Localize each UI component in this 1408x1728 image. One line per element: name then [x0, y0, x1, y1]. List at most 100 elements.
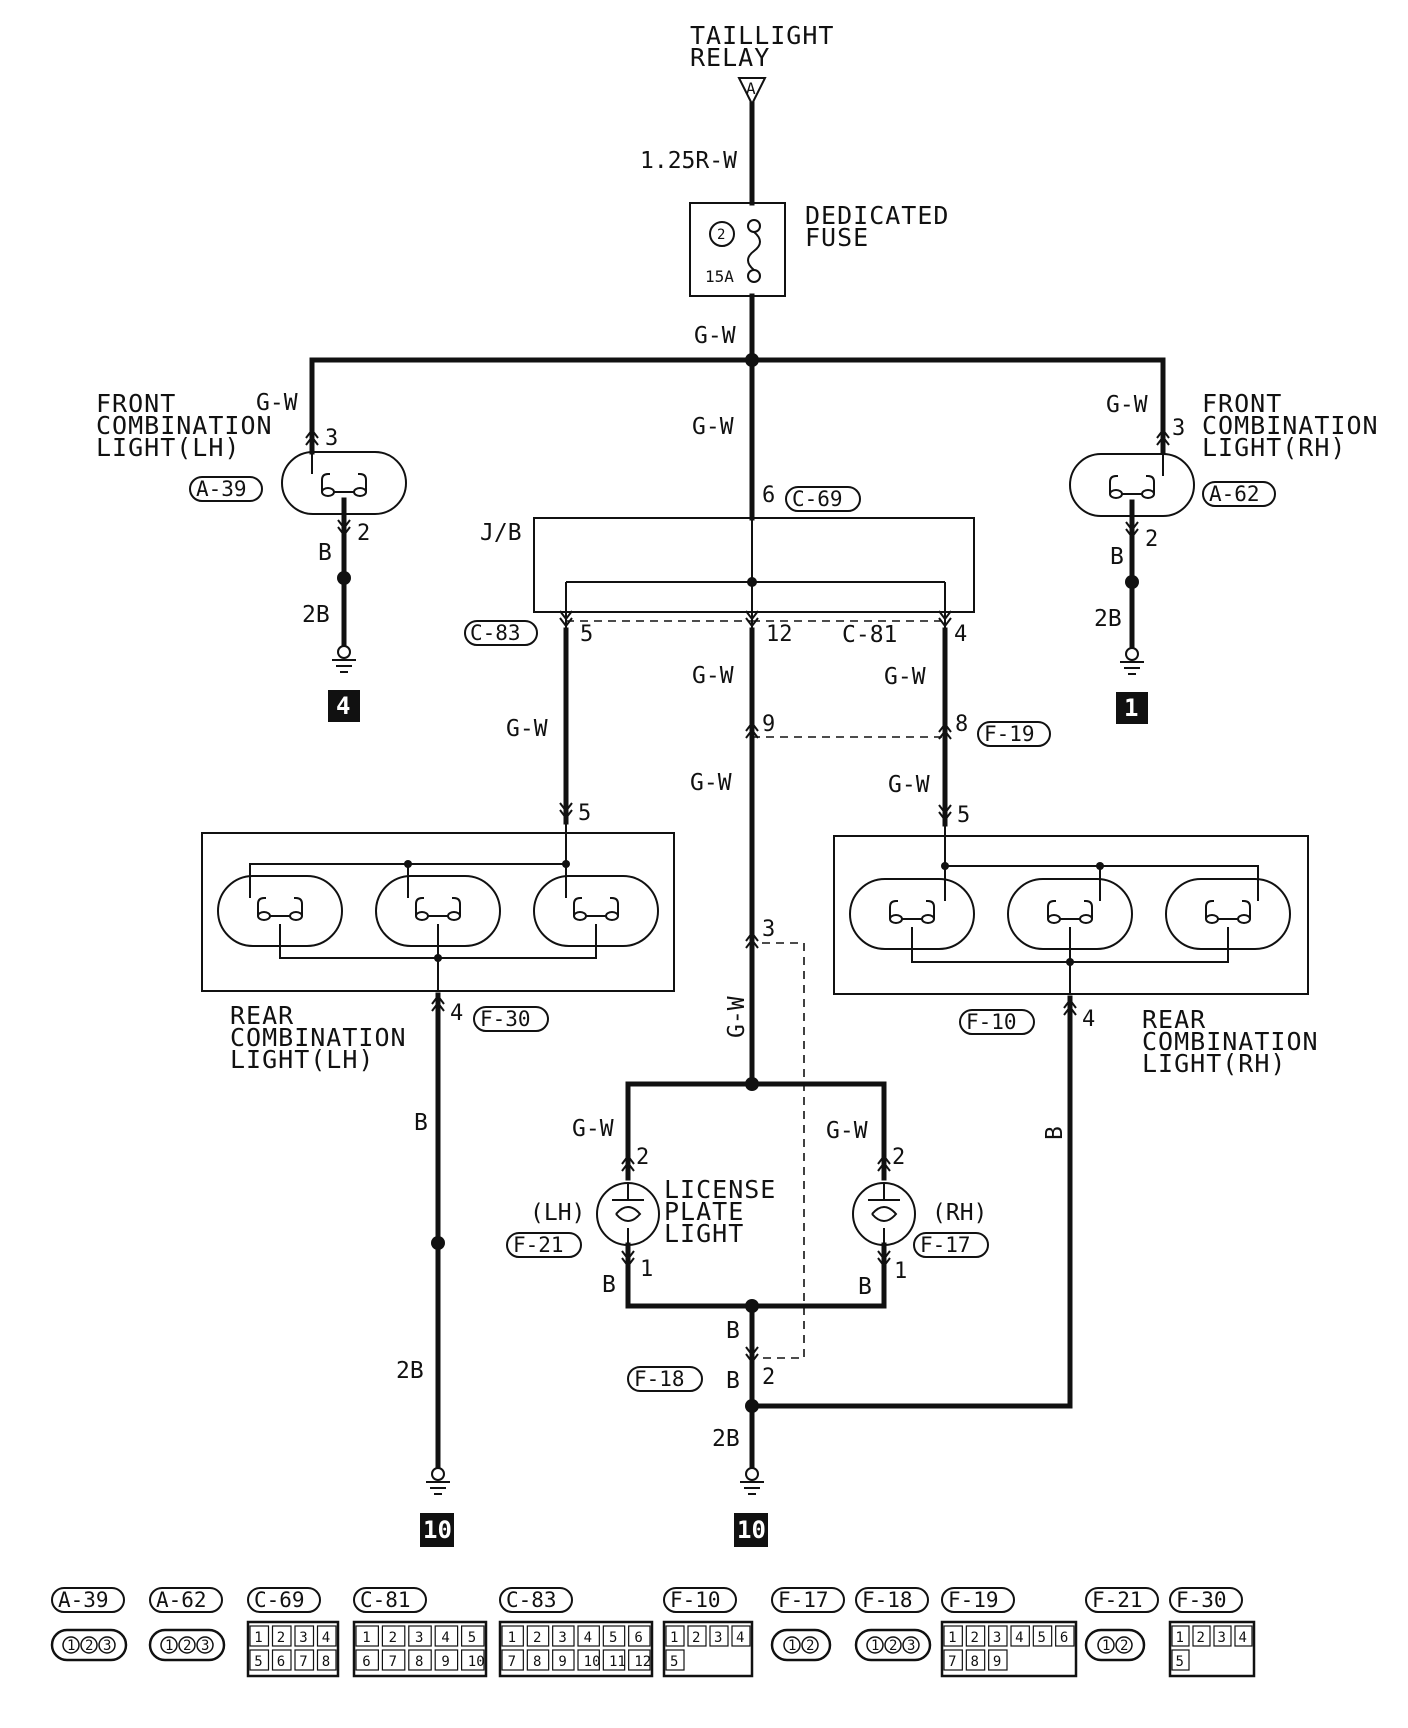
- legend-pin-label: 2: [85, 1638, 93, 1654]
- dedicated-fuse: 2 15A DEDICATED FUSE: [689, 201, 949, 297]
- jb-internal-splice: [747, 577, 757, 587]
- ground-badge-center: [734, 1513, 768, 1547]
- legend-pin-cell: [501, 1625, 524, 1647]
- wire-label-license-lh-b: B: [602, 1272, 616, 1298]
- legend-pin-cell: [1055, 1625, 1075, 1647]
- rear-lh-internal-dot: [404, 860, 412, 868]
- front-rh-title-2: COMBINATION: [1202, 411, 1379, 440]
- legend-pin-cell: [1213, 1625, 1232, 1647]
- front-rh-pin-in: 3: [1172, 416, 1185, 441]
- front-rh-ground: 1: [1124, 694, 1138, 722]
- legend-pin-label: 1: [508, 1630, 516, 1646]
- license-rh-pin-out: 1: [894, 1259, 907, 1284]
- license-feed-pin: 3: [762, 917, 775, 942]
- splice-rear-lh: [431, 1236, 445, 1250]
- legend-pin-cell: [434, 1625, 459, 1647]
- license-title-2: PLATE: [664, 1197, 744, 1226]
- legend-connector-id: A-39: [58, 1588, 109, 1612]
- front-rh-title-3: LIGHT(RH): [1202, 433, 1346, 462]
- wire-label-front-lh-b: B: [318, 540, 332, 566]
- wire-label-rear-rh-b: B: [1042, 1126, 1068, 1140]
- legend-pin-label: 1: [871, 1638, 879, 1654]
- legend-connector-id: F-18: [862, 1588, 913, 1612]
- legend-connector-badge: [247, 1587, 321, 1613]
- legend-pin-cell: [355, 1625, 379, 1647]
- legend-pin-cell: [381, 1625, 406, 1647]
- legend-pin-cell: [552, 1649, 575, 1671]
- legend-pin-label: 11: [609, 1654, 626, 1670]
- legend-pin-label: 4: [1015, 1630, 1023, 1646]
- legend-pin-circle: [902, 1636, 920, 1654]
- legend-pin-cell: [628, 1625, 651, 1647]
- wire-label-fuse: G-W: [694, 323, 736, 349]
- legend-pin-cell: [526, 1625, 550, 1647]
- rear-lh-title-1: REAR: [230, 1001, 294, 1030]
- source-terminal: A: [746, 79, 756, 98]
- fuse-rating: 15A: [705, 267, 734, 286]
- legend-pin-label: 4: [584, 1630, 592, 1646]
- legend-connector-badge: [51, 1587, 125, 1613]
- taillight-relay: TAILLIGHT RELAY A: [690, 21, 834, 107]
- wire-label-front-rh-b: B: [1110, 544, 1124, 570]
- front-lh-pin-out: 2: [357, 521, 370, 546]
- wire-label-license-rh-b: B: [858, 1274, 872, 1300]
- legend-pin-cell: [316, 1649, 337, 1671]
- wire-label-license-lh: G-W: [572, 1116, 614, 1142]
- legend-pin-cell: [355, 1649, 379, 1671]
- legend-pin-label: 10: [468, 1654, 485, 1670]
- wire-label-center-2b: 2B: [712, 1426, 740, 1452]
- f19-connector-badge: [977, 721, 1051, 747]
- legend-pin-label: 8: [415, 1654, 423, 1670]
- wire-label-rear-lh-b: B: [414, 1110, 428, 1136]
- front-lh-ground: 4: [336, 692, 350, 720]
- bulb-icon: [1205, 900, 1251, 924]
- legend-pin-cell: [316, 1625, 337, 1647]
- legend-pin-cell: [988, 1625, 1008, 1647]
- front-lh-title-2: COMBINATION: [96, 411, 273, 440]
- rear-rh-pin-out: 4: [1082, 1007, 1095, 1032]
- legend-pin-label: 1: [362, 1630, 370, 1646]
- fuse-terminal-bottom: [747, 269, 761, 283]
- legend-connector-badge: [663, 1587, 737, 1613]
- legend-pin-label: 5: [254, 1654, 262, 1670]
- f19-connector: F-19: [984, 722, 1035, 746]
- legend-pin-label: 1: [67, 1638, 75, 1654]
- ground-icon: [331, 645, 357, 673]
- legend-connector-id: C-83: [506, 1588, 557, 1612]
- wire-label-rear-lh-2b: 2B: [396, 1358, 424, 1384]
- legend-pin-circle: [160, 1636, 178, 1654]
- legend-pin-cell: [1234, 1625, 1253, 1647]
- legend-pin-circle: [178, 1636, 196, 1654]
- bulb-icon: [889, 900, 935, 924]
- source-name: TAILLIGHT: [690, 21, 834, 50]
- legend-pin-label: 7: [299, 1654, 307, 1670]
- legend-pin-label: 2: [277, 1630, 285, 1646]
- legend-pin-label: 4: [441, 1630, 449, 1646]
- rear-lh-pin-out: 4: [450, 1001, 463, 1026]
- front-lh-connector-badge: [189, 476, 263, 502]
- legend-connector-badge: [1085, 1587, 1159, 1613]
- jb-box: [533, 517, 975, 613]
- legend-pin-circle: [884, 1636, 902, 1654]
- ground-icon: [1119, 647, 1145, 675]
- jb-label: J/B: [480, 520, 522, 546]
- fuse-title: DEDICATED: [805, 201, 949, 230]
- license-lh-filament: [615, 1183, 642, 1245]
- legend-pin-label: 3: [201, 1638, 209, 1654]
- legend-pin-label: 1: [948, 1630, 956, 1646]
- jb-pin-in: 6: [762, 483, 775, 508]
- legend-pin-label: 6: [362, 1654, 370, 1670]
- legend-pin-label: 6: [1060, 1630, 1068, 1646]
- legend-pin-cell: [526, 1649, 550, 1671]
- legend-pin-label: 9: [558, 1654, 566, 1670]
- legend-connector-id: A-62: [156, 1588, 207, 1612]
- wire-label-center-b2: B: [726, 1368, 740, 1394]
- fuse-element: [747, 231, 761, 271]
- legend-pin-cell: [943, 1649, 963, 1671]
- center-ground: 10: [737, 1516, 766, 1544]
- legend-connector-body: [246, 1620, 340, 1678]
- legend-pin-label: 3: [907, 1638, 915, 1654]
- legend-connector-id: C-69: [254, 1588, 305, 1612]
- legend-pin-label: 8: [533, 1654, 541, 1670]
